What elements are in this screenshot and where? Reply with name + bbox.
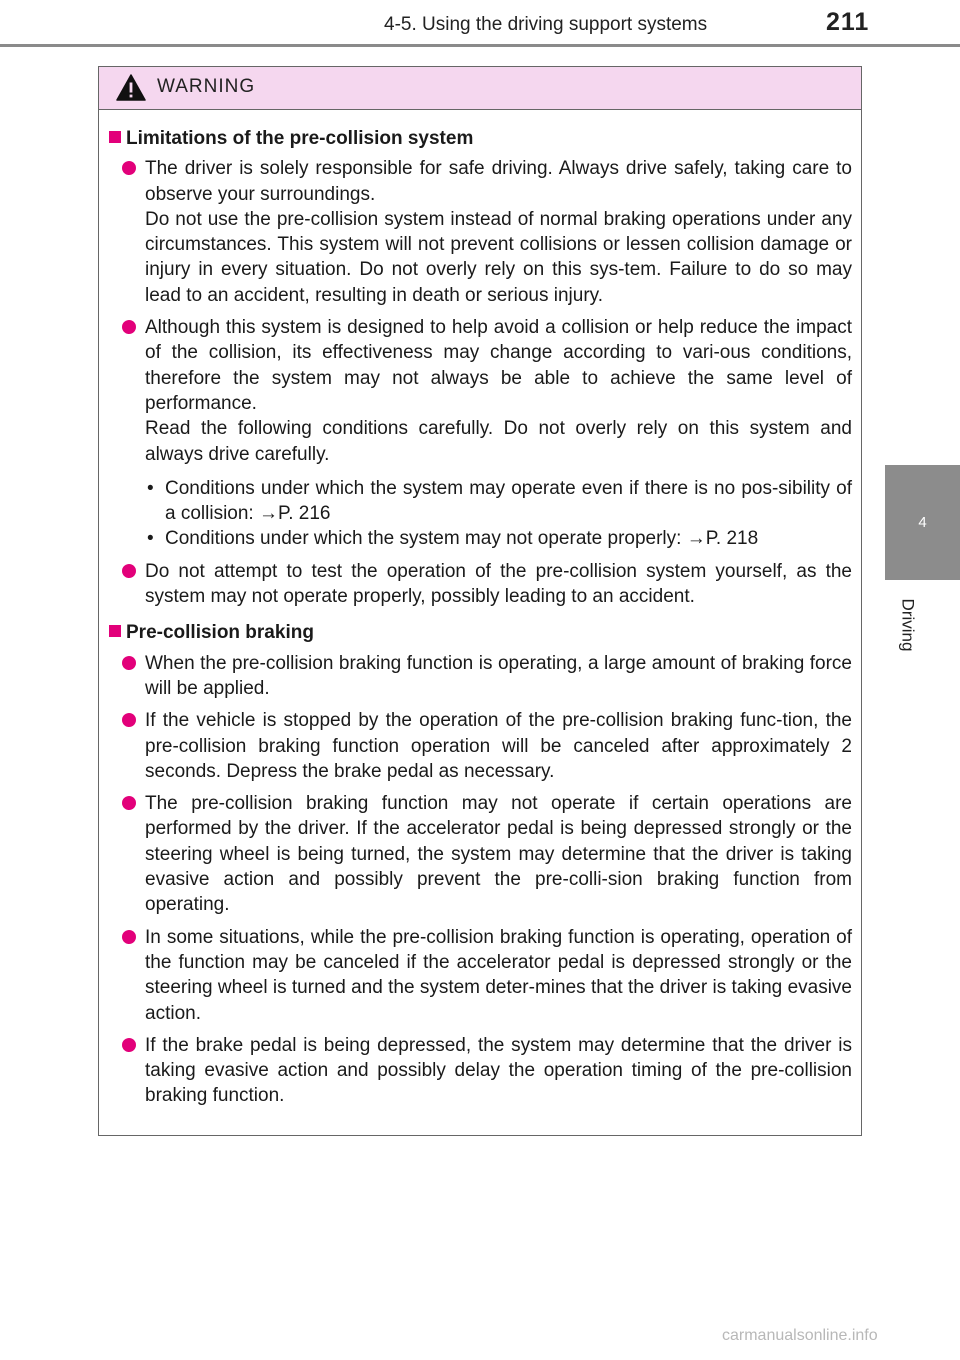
chapter-number: 4 <box>918 514 927 531</box>
section-heading-text: Pre-collision braking <box>126 622 314 644</box>
chapter-label: Driving <box>895 590 919 660</box>
section-title: 4-5. Using the driving support systems <box>384 14 708 35</box>
bullet-item: In some situations, while the pre-collis… <box>109 925 852 1026</box>
warning-title: WARNING <box>157 76 256 97</box>
bullet-item: When the pre-collision braking function … <box>109 651 852 702</box>
bullet-item: The driver is solely responsible for saf… <box>109 156 852 308</box>
bullet-item: Do not attempt to test the operation of … <box>109 559 852 610</box>
warning-header: WARNING <box>99 67 861 110</box>
page-number: 211 <box>826 8 870 36</box>
sub-list-item: Conditions under which the system may no… <box>147 526 852 552</box>
bullet-paragraph: When the pre-collision braking function … <box>145 652 852 699</box>
sub-list-item: Conditions under which the system may op… <box>147 476 852 527</box>
circle-bullet-icon <box>122 929 136 944</box>
sub-list: Conditions under which the system may op… <box>145 476 852 552</box>
watermark: carmanualsonline.info <box>722 1327 878 1344</box>
section-heading-text: Limitations of the pre-collision system <box>126 128 474 149</box>
bullet-paragraph: The pre-collision braking function may n… <box>145 793 852 916</box>
section-heading: Pre-collision braking <box>109 620 852 645</box>
bullet-paragraph: If the vehicle is stopped by the operati… <box>145 710 852 782</box>
square-bullet-icon <box>109 625 121 638</box>
circle-bullet-icon <box>122 655 136 670</box>
chapter-tab: 4 <box>885 465 960 580</box>
square-bullet-icon <box>109 131 121 143</box>
section-heading: Limitations of the pre-collision system <box>109 126 852 151</box>
circle-bullet-icon <box>122 320 136 335</box>
circle-bullet-icon <box>122 713 136 728</box>
bullet-item: Although this system is designed to help… <box>109 315 852 552</box>
bullet-paragraph: Do not use the pre-collision system inst… <box>145 208 852 306</box>
bullet-item: If the brake pedal is being depressed, t… <box>109 1033 852 1109</box>
circle-bullet-icon <box>122 161 136 176</box>
warning-triangle-icon <box>116 74 146 101</box>
bullet-item: The pre-collision braking function may n… <box>109 791 852 917</box>
bullet-paragraph: Read the following conditions carefully.… <box>145 418 852 465</box>
header-rule <box>0 44 960 47</box>
bullet-paragraph: The driver is solely responsible for saf… <box>145 158 852 205</box>
chapter-name: Driving <box>898 598 917 652</box>
warning-box: WARNING Limitations of the pre-collision… <box>98 66 862 1136</box>
bullet-paragraph: In some situations, while the pre-collis… <box>145 926 852 1024</box>
circle-bullet-icon <box>122 796 136 811</box>
circle-bullet-icon <box>122 1037 136 1052</box>
bullet-paragraph: Do not attempt to test the operation of … <box>145 560 852 608</box>
bullet-paragraph: If the brake pedal is being depressed, t… <box>145 1034 852 1107</box>
circle-bullet-icon <box>122 563 136 578</box>
bullet-paragraph: Although this system is designed to help… <box>145 317 852 414</box>
bullet-item: If the vehicle is stopped by the operati… <box>109 708 852 784</box>
